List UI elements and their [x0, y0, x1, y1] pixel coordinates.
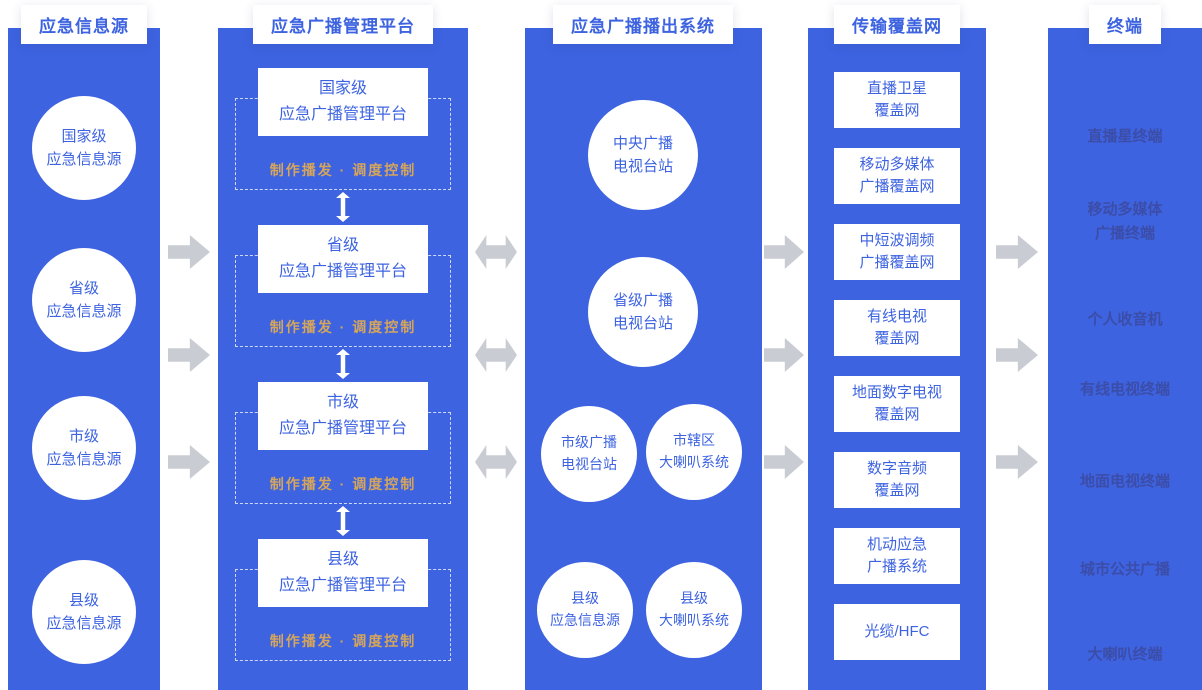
node-county-loudspeaker-system: 县级 大喇叭系统	[646, 562, 742, 658]
arrow-right-icon	[996, 338, 1038, 372]
column-broadcast-playout: 中央广播 电视台站 省级广播 电视台站 市级广播 电视台站 市辖区 大喇叭系统 …	[525, 28, 762, 690]
control-zone-label: 制作播发 · 调度控制	[269, 319, 417, 335]
arrow-vertical-icon	[336, 506, 350, 536]
terminal-mobile-multimedia: 移动多媒体 广播终端	[1087, 201, 1163, 242]
node-label: 移动多媒体 广播覆盖网	[859, 156, 935, 195]
node-provincial-mgmt-platform: 省级 应急广播管理平台	[258, 225, 428, 293]
column-emergency-info-sources: 国家级 应急信息源 省级 应急信息源 市级 应急信息源 县级 应急信息源	[8, 28, 160, 690]
node-city-mgmt-platform: 市级 应急广播管理平台	[258, 382, 428, 450]
arrow-both-icon	[475, 338, 517, 372]
control-zone-label: 制作播发 · 调度控制	[269, 633, 417, 649]
arrow-both-icon	[475, 235, 517, 269]
node-cable-tv-coverage: 有线电视 覆盖网	[834, 300, 960, 356]
node-label: 县级 应急广播管理平台	[278, 551, 407, 594]
node-mobile-emergency-system: 机动应急 广播系统	[834, 528, 960, 584]
node-label: 机动应急 广播系统	[866, 536, 927, 575]
node-city-radio-tv-station: 市级广播 电视台站	[541, 406, 637, 502]
arrow-right-icon	[996, 445, 1038, 479]
node-label: 直播卫星 覆盖网	[866, 80, 927, 119]
node-provincial-info-source: 省级 应急信息源	[32, 248, 136, 352]
node-label: 光缆/HFC	[864, 623, 930, 641]
arrow-right-icon	[764, 338, 804, 372]
header-terminals: 终端	[1089, 5, 1161, 44]
node-label: 省级 应急信息源	[46, 279, 122, 320]
node-central-radio-tv-station: 中央广播 电视台站	[588, 100, 698, 210]
node-mw-sw-fm-coverage: 中短波调频 广播覆盖网	[834, 224, 960, 280]
node-county-mgmt-platform: 县级 应急广播管理平台	[258, 539, 428, 607]
header-management-platform: 应急广播管理平台	[253, 5, 433, 44]
node-label: 市辖区 大喇叭系统	[659, 432, 729, 470]
node-terrestrial-dtv-coverage: 地面数字电视 覆盖网	[834, 376, 960, 432]
column-transmission-network: 直播卫星 覆盖网 移动多媒体 广播覆盖网 中短波调频 广播覆盖网 有线电视 覆盖…	[808, 28, 986, 690]
header-broadcast-playout: 应急广播播出系统	[553, 5, 733, 44]
node-label: 县级 大喇叭系统	[659, 590, 729, 628]
arrow-vertical-icon	[336, 349, 350, 379]
node-district-loudspeaker-system: 市辖区 大喇叭系统	[646, 404, 742, 500]
node-county-emergency-source: 县级 应急信息源	[537, 562, 633, 658]
node-label: 数字音频 覆盖网	[866, 460, 927, 499]
column-management-platform: 制作播发 · 调度控制 国家级 应急广播管理平台 制作播发 · 调度控制 省级 …	[218, 28, 468, 690]
control-zone-label: 制作播发 · 调度控制	[269, 476, 417, 492]
terminal-terrestrial-tv: 地面电视终端	[1079, 473, 1170, 490]
node-label: 市级 应急广播管理平台	[278, 394, 407, 437]
node-label: 县级 应急信息源	[550, 590, 620, 628]
arrow-right-icon	[168, 235, 210, 269]
node-label: 有线电视 覆盖网	[866, 308, 927, 347]
header-emergency-info-sources: 应急信息源	[21, 5, 147, 44]
arrow-right-icon	[764, 235, 804, 269]
terminal-cable-tv: 有线电视终端	[1079, 381, 1170, 398]
node-city-info-source: 市级 应急信息源	[32, 396, 136, 500]
arrow-right-icon	[996, 235, 1038, 269]
node-label: 省级广播 电视台站	[612, 291, 673, 332]
control-zone-label: 制作播发 · 调度控制	[269, 162, 417, 178]
node-label: 地面数字电视 覆盖网	[851, 384, 942, 423]
node-label: 市级广播 电视台站	[561, 434, 617, 472]
node-fiber-hfc: 光缆/HFC	[834, 604, 960, 660]
node-label: 市级 应急信息源	[46, 427, 122, 468]
terminal-loudspeaker: 大喇叭终端	[1087, 646, 1163, 663]
arrow-vertical-icon	[336, 192, 350, 222]
terminal-personal-radio: 个人收音机	[1087, 311, 1163, 328]
header-transmission-network: 传输覆盖网	[834, 5, 960, 44]
node-digital-audio-coverage: 数字音频 覆盖网	[834, 452, 960, 508]
arrow-both-icon	[475, 445, 517, 479]
arrow-right-icon	[764, 445, 804, 479]
column-terminals: 直播星终端 移动多媒体 广播终端 个人收音机 有线电视终端 地面电视终端 城市公…	[1048, 28, 1202, 690]
node-national-mgmt-platform: 国家级 应急广播管理平台	[258, 68, 428, 136]
terminal-city-public-broadcast: 城市公共广播	[1079, 561, 1170, 578]
node-mobile-multimedia-coverage: 移动多媒体 广播覆盖网	[834, 148, 960, 204]
terminal-satellite: 直播星终端	[1087, 128, 1163, 145]
node-label: 国家级 应急信息源	[46, 127, 122, 168]
node-national-info-source: 国家级 应急信息源	[32, 96, 136, 200]
arrow-right-icon	[168, 445, 210, 479]
node-county-info-source: 县级 应急信息源	[32, 560, 136, 664]
node-label: 中央广播 电视台站	[612, 134, 673, 175]
node-provincial-radio-tv-station: 省级广播 电视台站	[588, 257, 698, 367]
arrow-right-icon	[168, 338, 210, 372]
node-label: 中短波调频 广播覆盖网	[859, 232, 935, 271]
node-label: 国家级 应急广播管理平台	[278, 80, 407, 123]
node-label: 县级 应急信息源	[46, 591, 122, 632]
node-satellite-coverage: 直播卫星 覆盖网	[834, 72, 960, 128]
node-label: 省级 应急广播管理平台	[278, 237, 407, 280]
